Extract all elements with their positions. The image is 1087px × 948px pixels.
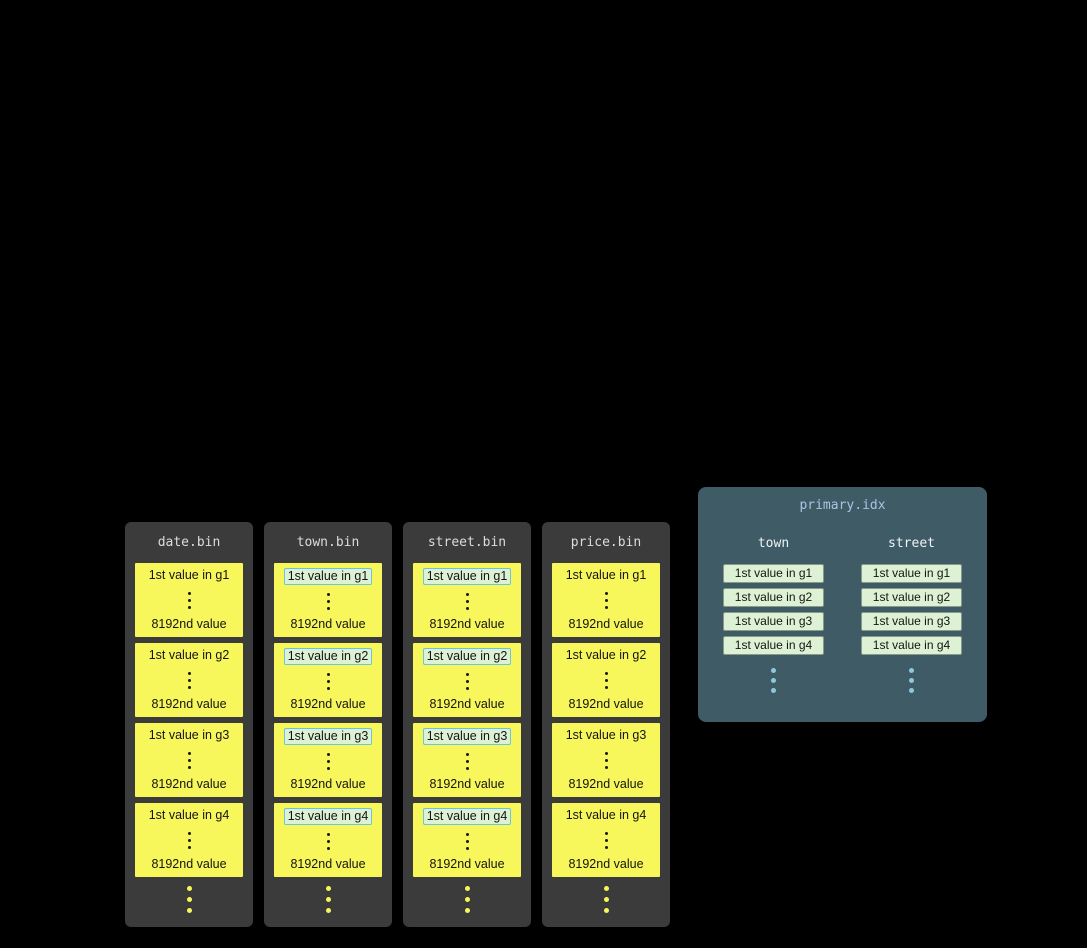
granule-last-value: 8192nd value <box>151 857 227 871</box>
index-entry: 1st value in g3 <box>861 612 962 631</box>
more-granules-dots <box>135 886 243 913</box>
index-entry: 1st value in g1 <box>723 564 824 583</box>
granule-last-value: 8192nd value <box>151 777 227 791</box>
granule-first-value: 1st value in g4 <box>148 808 230 822</box>
granule-ellipsis-dots <box>326 592 330 610</box>
index-column-header: street <box>888 536 935 551</box>
more-granules-dots <box>274 886 382 913</box>
granule-last-value: 8192nd value <box>568 777 644 791</box>
index-column-street: street 1st value in g1 1st value in g2 1st … <box>861 536 962 693</box>
primary-index-panel: primary.idx town 1st value in g1 1st value… <box>698 487 987 722</box>
index-entry: 1st value in g4 <box>861 636 962 655</box>
primary-index-title: primary.idx <box>799 498 886 513</box>
granule-last-value: 8192nd value <box>429 697 505 711</box>
bin-file-title: town.bin <box>296 535 360 550</box>
more-granules-dots <box>552 886 660 913</box>
index-entry: 1st value in g4 <box>723 636 824 655</box>
granule-block: 1st value in g4 8192nd value <box>413 803 521 877</box>
granule-last-value: 8192nd value <box>568 617 644 631</box>
granule-ellipsis-dots <box>326 832 330 850</box>
index-entry: 1st value in g2 <box>861 588 962 607</box>
granule-first-value-highlighted: 1st value in g1 <box>422 568 512 585</box>
granule-block: 1st value in g2 8192nd value <box>274 643 382 717</box>
primary-index-columns: town 1st value in g1 1st value in g2 1st va… <box>698 536 987 693</box>
granule-first-value: 1st value in g2 <box>148 648 230 662</box>
granule-block: 1st value in g3 8192nd value <box>274 723 382 797</box>
granule-ellipsis-dots <box>604 751 608 769</box>
granule-ellipsis-dots <box>187 591 191 609</box>
more-index-entries-dots <box>909 668 914 693</box>
granule-first-value-highlighted: 1st value in g4 <box>422 808 512 825</box>
granule-block: 1st value in g3 8192nd value <box>413 723 521 797</box>
granule-ellipsis-dots <box>465 592 469 610</box>
granule-block: 1st value in g4 8192nd value <box>552 803 660 877</box>
bin-file-title: price.bin <box>570 535 642 550</box>
granule-ellipsis-dots <box>326 752 330 770</box>
granule-last-value: 8192nd value <box>429 857 505 871</box>
granule-first-value-highlighted: 1st value in g2 <box>422 648 512 665</box>
granule-last-value: 8192nd value <box>290 857 366 871</box>
granule-ellipsis-dots <box>326 672 330 690</box>
index-entry: 1st value in g2 <box>723 588 824 607</box>
granule-ellipsis-dots <box>604 831 608 849</box>
index-column-town: town 1st value in g1 1st value in g2 1st va… <box>723 536 824 693</box>
bin-file-title: date.bin <box>157 535 221 550</box>
granule-last-value: 8192nd value <box>429 617 505 631</box>
granule-last-value: 8192nd value <box>151 697 227 711</box>
index-column-header: town <box>757 536 790 551</box>
granule-ellipsis-dots <box>187 751 191 769</box>
granule-ellipsis-dots <box>604 671 608 689</box>
granule-ellipsis-dots <box>187 831 191 849</box>
index-entry: 1st value in g3 <box>723 612 824 631</box>
granule-first-value: 1st value in g1 <box>565 568 647 582</box>
granule-block: 1st value in g3 8192nd value <box>135 723 243 797</box>
granule-first-value: 1st value in g3 <box>565 728 647 742</box>
granule-block: 1st value in g4 8192nd value <box>135 803 243 877</box>
granule-first-value-highlighted: 1st value in g4 <box>283 808 373 825</box>
granule-first-value: 1st value in g1 <box>148 568 230 582</box>
granule-block: 1st value in g4 8192nd value <box>274 803 382 877</box>
granule-first-value: 1st value in g2 <box>565 648 647 662</box>
granule-block: 1st value in g2 8192nd value <box>552 643 660 717</box>
granule-block: 1st value in g1 8192nd value <box>274 563 382 637</box>
granule-ellipsis-dots <box>187 671 191 689</box>
granule-block: 1st value in g1 8192nd value <box>413 563 521 637</box>
granule-first-value: 1st value in g3 <box>148 728 230 742</box>
granule-first-value-highlighted: 1st value in g3 <box>422 728 512 745</box>
granule-block: 1st value in g2 8192nd value <box>413 643 521 717</box>
granule-first-value-highlighted: 1st value in g2 <box>283 648 373 665</box>
granule-first-value-highlighted: 1st value in g1 <box>283 568 373 585</box>
granule-ellipsis-dots <box>465 752 469 770</box>
granule-ellipsis-dots <box>604 591 608 609</box>
granule-last-value: 8192nd value <box>568 857 644 871</box>
index-entry: 1st value in g1 <box>861 564 962 583</box>
granule-ellipsis-dots <box>465 832 469 850</box>
granule-first-value: 1st value in g4 <box>565 808 647 822</box>
granule-block: 1st value in g2 8192nd value <box>135 643 243 717</box>
granule-first-value-highlighted: 1st value in g3 <box>283 728 373 745</box>
granule-block: 1st value in g1 8192nd value <box>135 563 243 637</box>
granule-last-value: 8192nd value <box>290 697 366 711</box>
more-index-entries-dots <box>771 668 776 693</box>
granule-last-value: 8192nd value <box>290 617 366 631</box>
granule-last-value: 8192nd value <box>290 777 366 791</box>
granule-last-value: 8192nd value <box>151 617 227 631</box>
granule-block: 1st value in g3 8192nd value <box>552 723 660 797</box>
granule-ellipsis-dots <box>465 672 469 690</box>
granule-block: 1st value in g1 8192nd value <box>552 563 660 637</box>
more-granules-dots <box>413 886 521 913</box>
granule-last-value: 8192nd value <box>568 697 644 711</box>
granule-last-value: 8192nd value <box>429 777 505 791</box>
bin-file-title: street.bin <box>427 535 507 550</box>
